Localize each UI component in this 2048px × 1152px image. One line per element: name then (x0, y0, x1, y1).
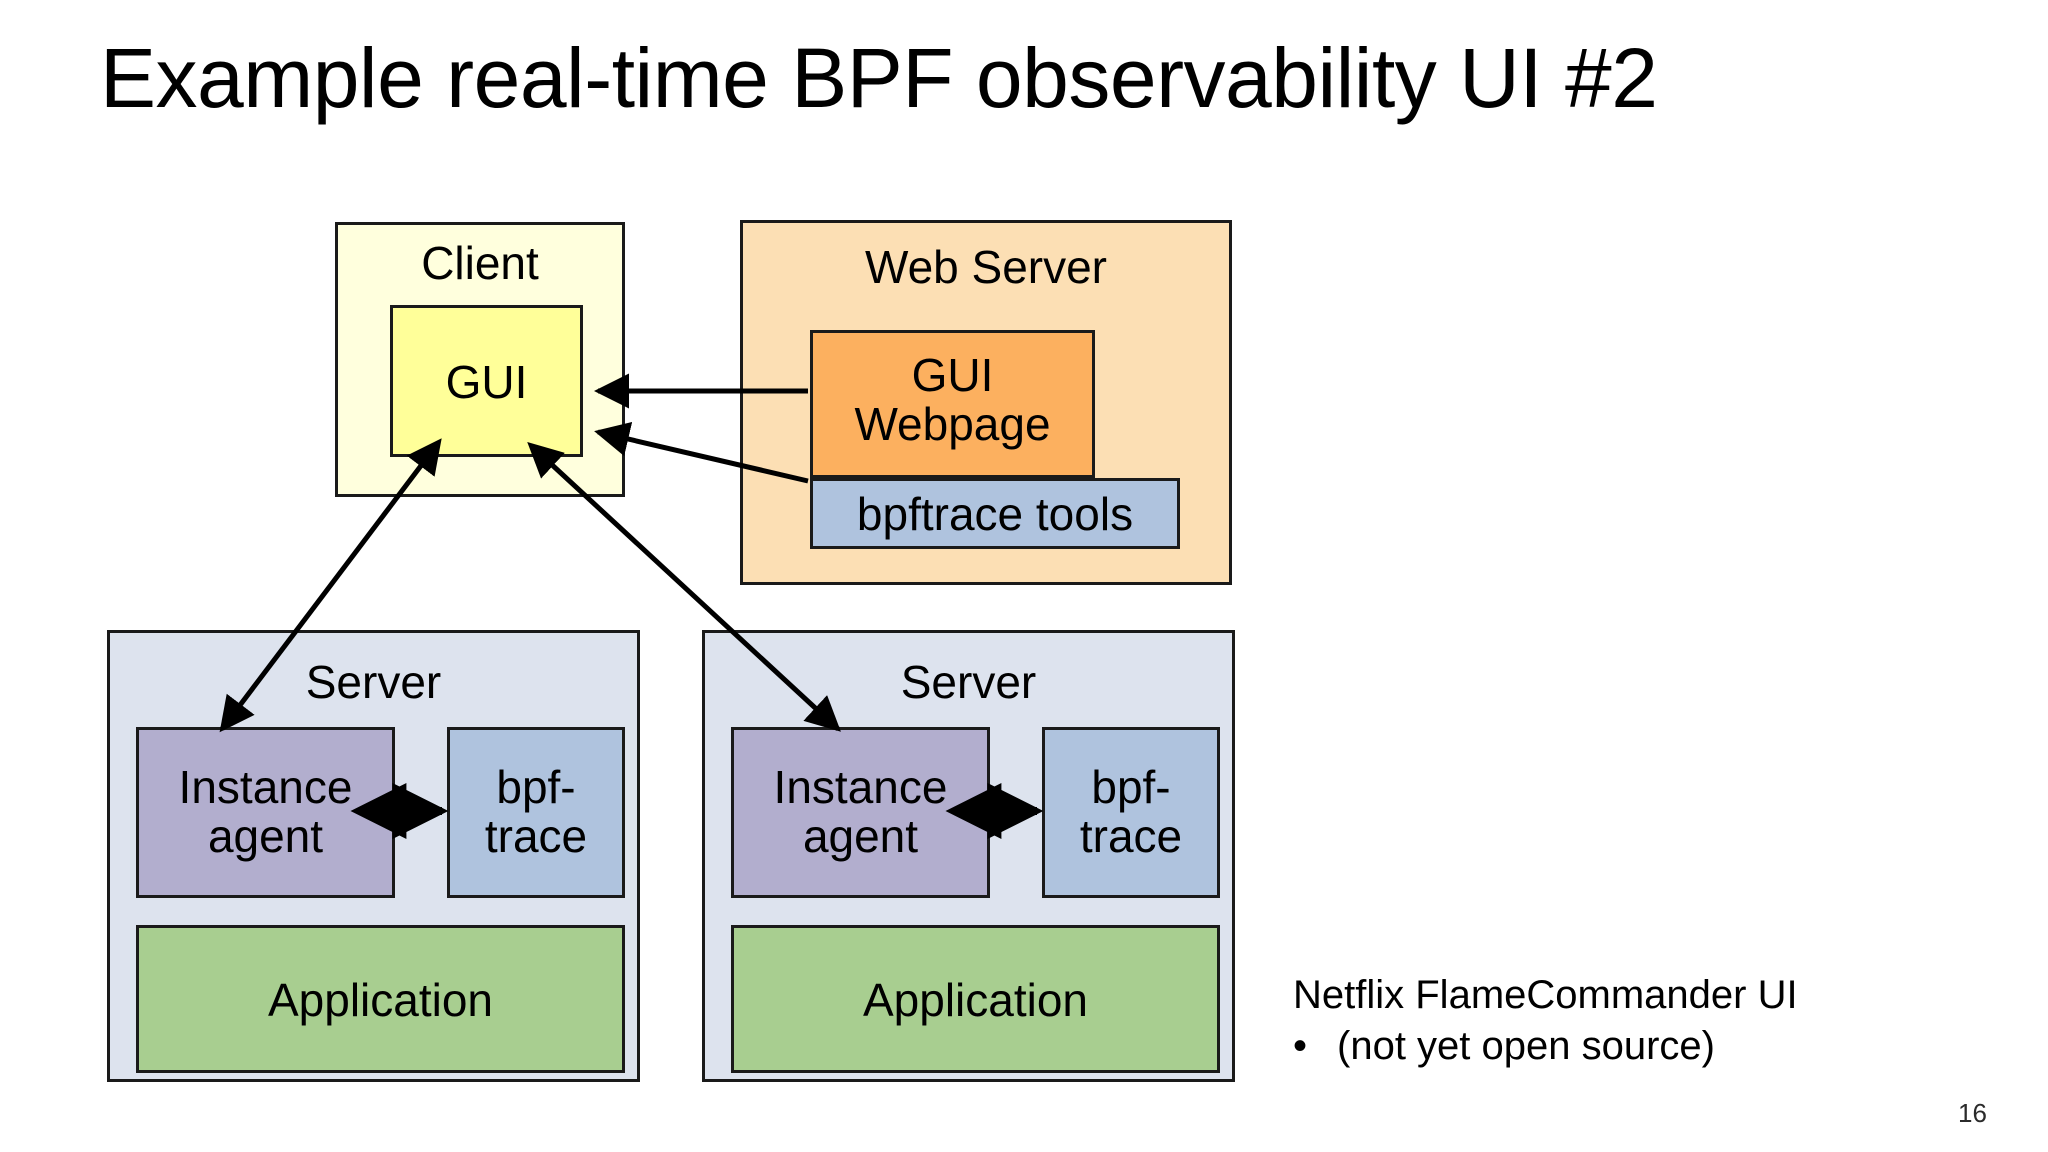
caption-title: Netflix FlameCommander UI (1293, 973, 1798, 1017)
server-2-application-label: Application (862, 974, 1089, 1026)
gui-webpage-label: GUI Webpage (854, 349, 1051, 450)
server-2-bpftrace-label: bpf- trace (1079, 761, 1183, 862)
server-1-label: Server (305, 656, 442, 708)
server-1-bpftrace-label: bpf- trace (484, 761, 588, 862)
server-1-application-box: Application (136, 925, 625, 1073)
server-2-bpftrace-box: bpf- trace (1042, 727, 1220, 898)
server-1-bpftrace-box: bpf- trace (447, 727, 625, 898)
server-2-label: Server (900, 656, 1037, 708)
bpftrace-tools-box: bpftrace tools (810, 478, 1180, 549)
web-server-label: Web Server (864, 241, 1108, 293)
page-title: Example real-time BPF observability UI #… (100, 31, 1658, 125)
server-1-instance-agent-box: Instance agent (136, 727, 395, 898)
bpftrace-tools-label: bpftrace tools (856, 488, 1134, 540)
page-number: 16 (1958, 1098, 1987, 1128)
client-gui-label: GUI (445, 356, 528, 408)
server-2-instance-agent-box: Instance agent (731, 727, 990, 898)
bullet-marker-icon: • (1293, 1024, 1308, 1068)
client-gui-box: GUI (390, 305, 583, 457)
server-2-application-box: Application (731, 925, 1220, 1073)
server-1-instance-agent-label: Instance agent (178, 761, 353, 862)
caption-bullet-item: • (not yet open source) (1293, 1023, 1715, 1070)
server-2-instance-agent-label: Instance agent (773, 761, 948, 862)
client-label: Client (421, 237, 539, 289)
gui-webpage-box: GUI Webpage (810, 330, 1095, 478)
server-1-application-label: Application (267, 974, 494, 1026)
caption-bullet-text: (not yet open source) (1337, 1024, 1715, 1068)
